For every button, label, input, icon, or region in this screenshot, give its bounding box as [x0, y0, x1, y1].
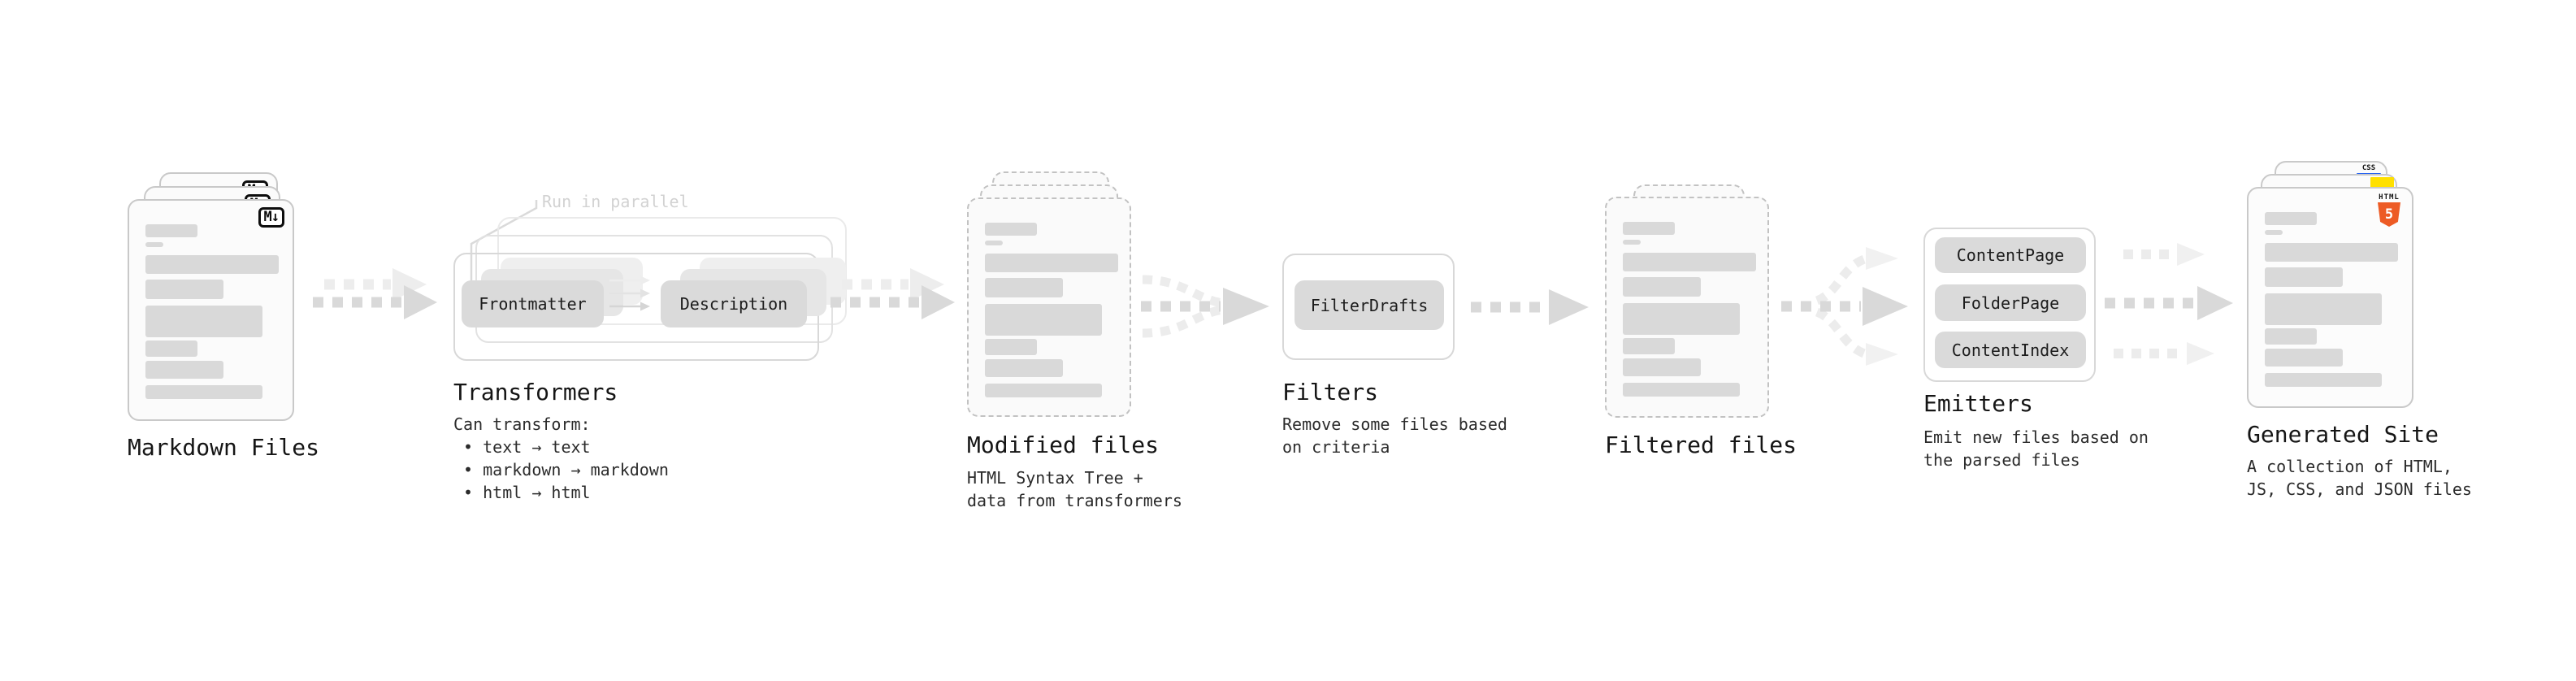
- flow-arrow-light-icon: [2123, 243, 2205, 266]
- skeleton-line: [2265, 373, 2382, 387]
- stage-label-generated-site: Generated Site: [2247, 421, 2439, 448]
- stage-label-modified-files: Modified files: [967, 432, 1160, 458]
- skeleton-line: [985, 304, 1102, 336]
- flow-arrow-converge-icon: [1141, 275, 1269, 338]
- run-in-parallel-label: Run in parallel: [542, 192, 689, 211]
- skeleton-line: [985, 339, 1037, 355]
- modified-file-card-front: [967, 197, 1131, 417]
- document-skeleton: [2265, 212, 2398, 387]
- document-skeleton: [145, 224, 279, 399]
- emitter-pill-folderpage: FolderPage: [1935, 284, 2086, 321]
- emitter-pill-contentindex: ContentIndex: [1935, 332, 2086, 368]
- skeleton-line: [985, 278, 1063, 297]
- skeleton-line: [2265, 328, 2317, 345]
- skeleton-line: [145, 385, 262, 399]
- skeleton-line: [145, 306, 262, 337]
- transformer-pill-description: Description: [661, 280, 807, 327]
- markdown-file-card-front: M↓: [128, 199, 294, 421]
- stage-label-filters: Filters: [1282, 379, 1379, 406]
- skeleton-line: [2265, 293, 2382, 325]
- stage-label-emitters: Emitters: [1923, 390, 2033, 417]
- skeleton-line: [985, 359, 1063, 377]
- stage-label-markdown-files: Markdown Files: [128, 434, 320, 461]
- skeleton-line: [2265, 230, 2283, 235]
- transformer-pill-frontmatter: Frontmatter: [462, 280, 604, 327]
- flow-arrow-double-icon: [313, 268, 437, 319]
- document-skeleton: [1623, 222, 1756, 397]
- skeleton-line: [1623, 277, 1701, 297]
- skeleton-line: [985, 254, 1118, 272]
- skeleton-line: [1623, 240, 1641, 245]
- skeleton-line: [145, 361, 223, 379]
- modified-files-note: HTML Syntax Tree + data from transformer…: [967, 468, 1182, 510]
- skeleton-line: [1623, 303, 1740, 335]
- skeleton-line: [145, 255, 279, 274]
- skeleton-line: [2265, 267, 2343, 287]
- skeleton-line: [2265, 212, 2317, 225]
- document-skeleton: [985, 223, 1118, 397]
- skeleton-line: [1623, 358, 1701, 376]
- skeleton-line: [985, 223, 1037, 236]
- skeleton-line: [2265, 349, 2343, 367]
- generated-site-note: A collection of HTML, JS, CSS, and JSON …: [2247, 457, 2472, 499]
- flow-arrow-light-icon: [2114, 342, 2214, 365]
- stage-label-filtered-files: Filtered files: [1605, 432, 1798, 458]
- stage-label-transformers: Transformers: [453, 379, 618, 406]
- skeleton-line: [1623, 338, 1675, 354]
- filter-pill-filterdrafts: FilterDrafts: [1295, 280, 1444, 330]
- flow-arrow-icon: [1471, 289, 1589, 325]
- markdown-icon: M↓: [258, 207, 284, 228]
- skeleton-line: [145, 242, 163, 247]
- filters-note: Remove some files based on criteria: [1282, 414, 1507, 457]
- flow-arrow-icon: [2105, 286, 2233, 320]
- skeleton-line: [145, 340, 197, 357]
- html5-icon: HTML 5: [2376, 193, 2402, 227]
- flow-arrow-diverge-icon: [1781, 247, 1908, 366]
- transformers-note: Can transform: • text → text • markdown …: [453, 414, 669, 502]
- skeleton-line: [985, 241, 1003, 245]
- skeleton-line: [1623, 383, 1740, 397]
- skeleton-line: [145, 224, 197, 237]
- skeleton-line: [1623, 222, 1675, 235]
- skeleton-line: [145, 280, 223, 299]
- skeleton-line: [2265, 243, 2398, 262]
- flow-arrow-double-icon: [830, 268, 955, 319]
- parallel-arrows-icon: [609, 275, 650, 311]
- filtered-file-card-front: [1605, 197, 1769, 418]
- skeleton-line: [985, 384, 1102, 397]
- emitters-note: Emit new files based on the parsed files: [1923, 427, 2149, 470]
- javascript-icon: [2370, 177, 2394, 188]
- skeleton-line: [1623, 253, 1756, 271]
- generated-file-card-html: HTML 5: [2247, 187, 2413, 408]
- emitter-pill-contentpage: ContentPage: [1935, 237, 2086, 273]
